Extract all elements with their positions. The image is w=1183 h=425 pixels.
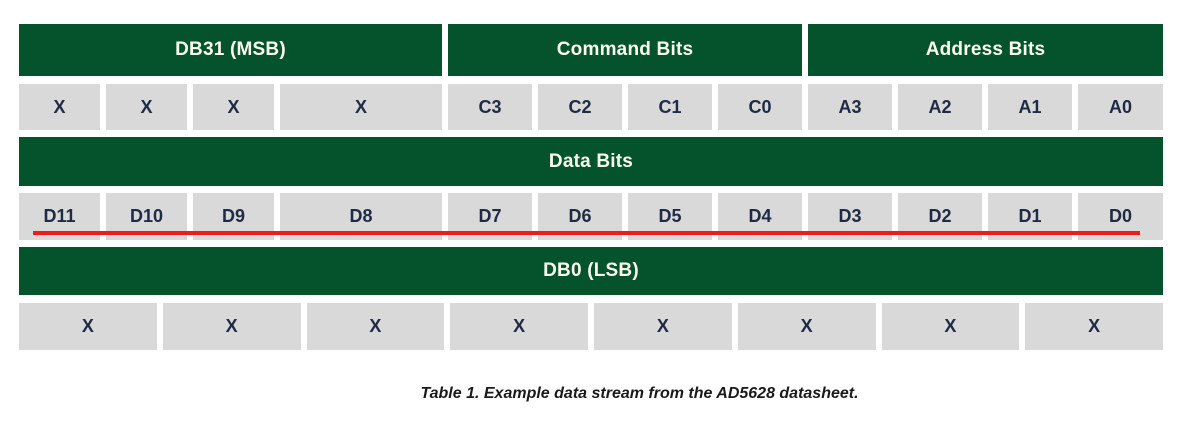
data-bits-band-row: Data Bits <box>19 137 1163 186</box>
db0-lsb-band-header: DB0 (LSB) <box>19 247 1163 295</box>
red-underline-annotation <box>33 231 1140 235</box>
upper-bit-row: X X X X C3 C2 C1 C0 A3 A2 A1 A0 <box>19 84 1163 130</box>
bit-cell: C2 <box>538 84 622 130</box>
bit-cell: X <box>881 303 1020 350</box>
bit-cell: X <box>193 84 274 130</box>
bit-cell: X <box>162 303 301 350</box>
bit-cell: A2 <box>898 84 982 130</box>
group-header-command-bits: Command Bits <box>448 24 802 76</box>
bit-cell: X <box>106 84 187 130</box>
group-header-row: DB31 (MSB) Command Bits Address Bits <box>19 24 1163 76</box>
bit-cell: X <box>450 303 588 350</box>
bit-field-table: DB31 (MSB) Command Bits Address Bits X X… <box>19 24 1163 350</box>
bit-cell: X <box>19 84 100 130</box>
lower-bit-row: X X X X X X X X <box>19 303 1163 350</box>
bit-cell: X <box>1025 303 1163 350</box>
bit-cell: X <box>737 303 876 350</box>
bit-cell: X <box>306 303 445 350</box>
group-header-address-bits: Address Bits <box>808 24 1163 76</box>
bit-cell: X <box>594 303 732 350</box>
table-caption-row: Table 1. Example data stream from the AD… <box>48 385 1183 403</box>
table-caption: Table 1. Example data stream from the AD… <box>420 385 859 402</box>
bit-cell: X <box>19 303 157 350</box>
lsb-band-row: DB0 (LSB) <box>19 247 1163 295</box>
bit-cell: A1 <box>988 84 1072 130</box>
group-header-db31-msb: DB31 (MSB) <box>19 24 442 76</box>
bit-cell: C0 <box>718 84 802 130</box>
bit-cell: A0 <box>1078 84 1163 130</box>
bit-cell: X <box>280 84 442 130</box>
bit-cell: A3 <box>808 84 892 130</box>
data-bits-band-header: Data Bits <box>19 137 1163 186</box>
bit-cell: C1 <box>628 84 712 130</box>
bit-cell: C3 <box>448 84 532 130</box>
